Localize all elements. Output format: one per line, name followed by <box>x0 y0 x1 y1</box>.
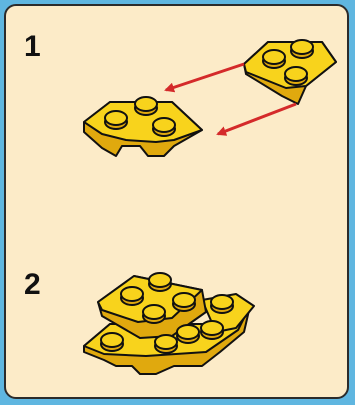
stud <box>176 324 200 344</box>
wedge-plate-loose <box>243 39 337 105</box>
stud <box>290 39 314 59</box>
stud <box>134 96 158 116</box>
stud <box>200 320 224 340</box>
stud <box>172 292 196 312</box>
stud <box>152 117 176 137</box>
instruction-artwork <box>83 39 337 375</box>
stud <box>284 66 308 86</box>
step-2-number: 2 <box>24 268 41 301</box>
stud <box>104 110 128 130</box>
stud <box>142 304 166 324</box>
stud <box>262 49 286 69</box>
red-arrow-upper <box>164 62 245 93</box>
wedge-plate-base <box>83 96 203 157</box>
stud <box>148 272 172 292</box>
stud <box>210 294 234 314</box>
assembled-model <box>83 272 255 375</box>
step-1-number: 1 <box>24 30 41 63</box>
stud <box>100 332 124 352</box>
stud <box>120 286 144 306</box>
instruction-panel: 1 2 <box>4 4 349 399</box>
stud <box>154 334 178 354</box>
red-arrow-lower <box>216 102 297 136</box>
